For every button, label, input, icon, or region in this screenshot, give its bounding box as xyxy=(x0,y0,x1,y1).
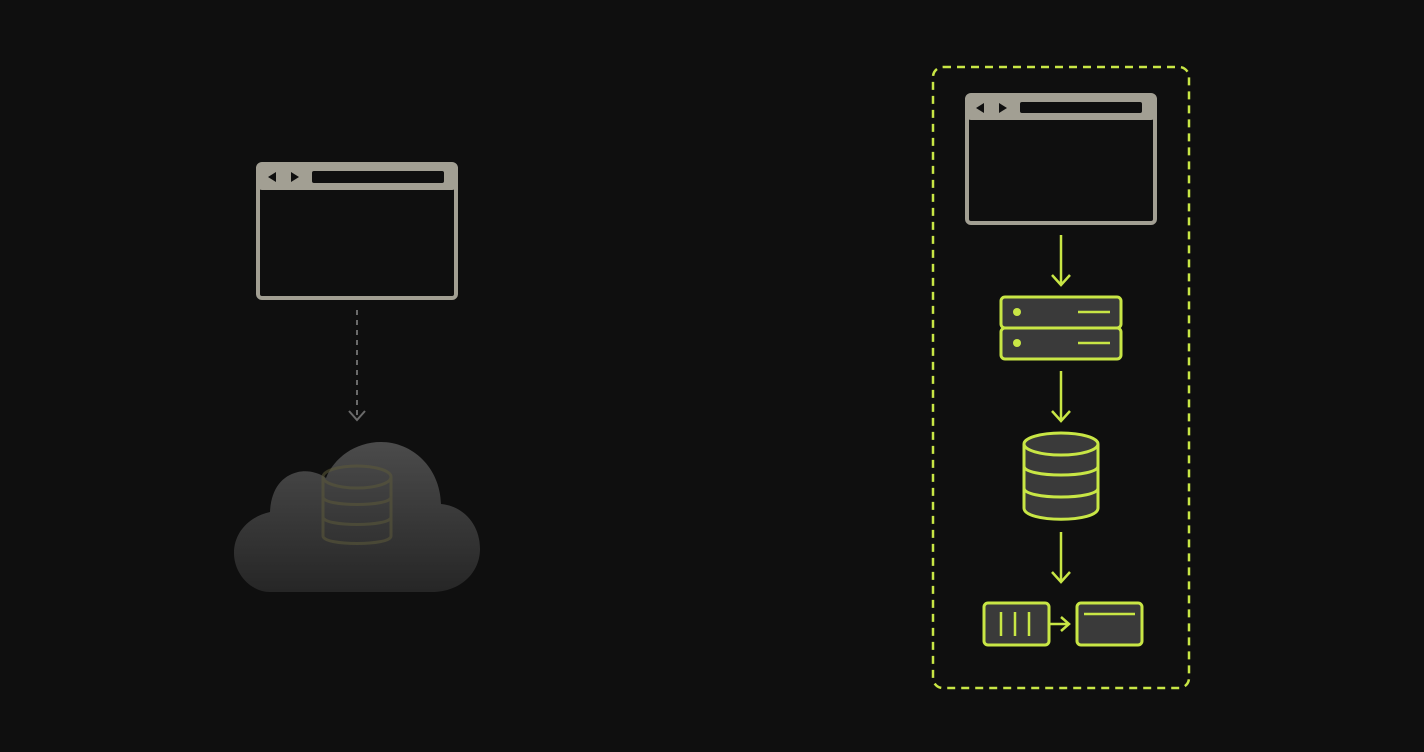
queue-icon xyxy=(982,601,1051,647)
arrow-right-icon xyxy=(1050,616,1071,632)
address-bar xyxy=(312,171,444,183)
database-icon xyxy=(1022,431,1100,521)
forward-arrow-icon xyxy=(291,172,299,182)
forward-arrow-icon xyxy=(999,103,1007,113)
dashed-boundary xyxy=(931,65,1191,690)
cloud-database-icon xyxy=(321,464,393,545)
left-browser-window-icon xyxy=(256,162,458,300)
cloud-icon xyxy=(234,442,480,592)
address-bar xyxy=(1020,102,1142,113)
dashed-arrow-down-icon xyxy=(348,310,366,422)
back-arrow-icon xyxy=(268,172,276,182)
worker-panel-icon xyxy=(1075,601,1144,647)
arrow-down-icon xyxy=(1051,371,1071,423)
back-arrow-icon xyxy=(976,103,984,113)
arrow-down-icon xyxy=(1051,235,1071,287)
right-browser-window-icon xyxy=(965,93,1157,225)
arrow-down-icon xyxy=(1051,532,1071,584)
server-rack-icon xyxy=(999,295,1123,361)
